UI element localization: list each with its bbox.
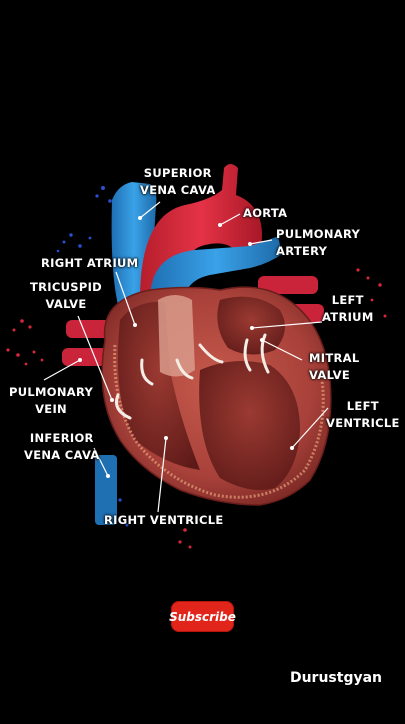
left-atrium-chamber bbox=[217, 296, 285, 355]
label-aorta: AORTA bbox=[243, 206, 288, 220]
label-right-ventricle: RIGHT VENTRICLE bbox=[104, 513, 224, 527]
leader-dots bbox=[78, 216, 294, 478]
pulmonary-vein-vessels-left bbox=[62, 320, 116, 366]
subscribe-button[interactable]: Subscribe bbox=[169, 601, 236, 632]
aortic-root bbox=[158, 295, 195, 377]
right-heart-chamber bbox=[117, 301, 200, 470]
left-ventricle-chamber bbox=[199, 361, 300, 491]
label-right-atrium: RIGHT ATRIUM bbox=[41, 256, 139, 270]
channel-watermark: Durustgyan bbox=[289, 670, 382, 686]
inferior-vena-cava-vessel bbox=[95, 455, 117, 525]
myocardium-striations bbox=[113, 344, 325, 499]
heart-valves bbox=[115, 333, 270, 420]
leader-lines bbox=[43, 201, 329, 513]
